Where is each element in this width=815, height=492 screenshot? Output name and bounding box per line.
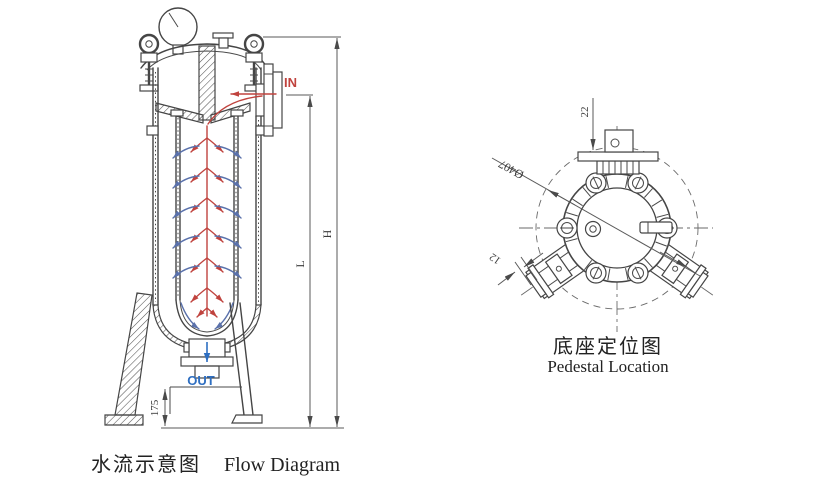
pedestal-diagram: 22 Ø407 12 底座定位图 Pedestal Location (487, 98, 714, 376)
flow-caption-en: Flow Diagram (224, 454, 341, 476)
flange-ribs (565, 176, 669, 281)
pedestal-caption-en: Pedestal Location (547, 357, 669, 376)
vessel-shell (146, 67, 268, 352)
flow-diagram: IN (91, 7, 344, 476)
bolt-icon (585, 172, 607, 194)
bolt-icon (627, 172, 649, 194)
side-slot (639, 221, 673, 234)
blue-flow-arrows (172, 145, 242, 330)
eyebolt-right-icon (243, 33, 265, 92)
dim-22-label: 22 (579, 107, 591, 118)
pedestal-caption-zh: 底座定位图 (553, 335, 663, 358)
outlet-label: OUT (187, 373, 215, 388)
pedestal-outline-circle (535, 146, 699, 310)
dimension-12: 12 (487, 250, 544, 286)
dimension-22: 22 (579, 98, 596, 150)
right-leg (229, 302, 263, 424)
bolt-icon (585, 262, 607, 284)
filter-bag (170, 109, 244, 337)
center-post (198, 45, 216, 121)
inlet-label: IN (284, 75, 297, 90)
left-leg (104, 292, 153, 426)
dimension-l: L (286, 94, 313, 427)
dim-h-label: H (320, 229, 334, 238)
center-hub-icon (584, 220, 602, 238)
dim-12-label: 12 (487, 250, 503, 266)
red-flow-arrows (190, 91, 277, 318)
top-bracket (577, 129, 659, 175)
bolt-icon (556, 217, 578, 239)
eyebolt-left-icon (138, 33, 160, 92)
inlet-flange (255, 63, 283, 137)
dimension-h: H (263, 36, 341, 427)
flow-caption-zh: 水流示意图 (91, 453, 201, 476)
dim-diameter-label: Ø407 (496, 157, 526, 182)
dim-175-label: 175 (149, 399, 161, 416)
pressure-gauge-icon (158, 7, 198, 55)
dim-l-label: L (293, 260, 307, 267)
vent-valve-icon (212, 32, 234, 49)
dimension-175: 175 (149, 389, 168, 426)
bolt-icon (627, 262, 649, 284)
